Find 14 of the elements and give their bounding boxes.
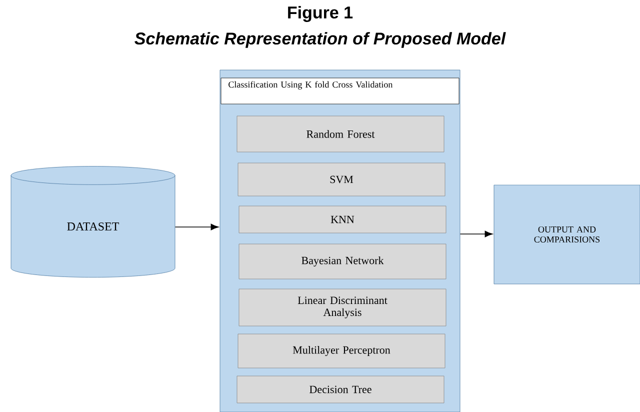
output-box: OUTPUT AND COMPARISIONS	[494, 184, 640, 284]
database-cylinder: DATASET	[10, 166, 176, 278]
header-box: Classification Using K fold Cross Validation	[220, 78, 460, 104]
figure-title: Figure 1	[288, 6, 353, 22]
arrow	[460, 230, 493, 238]
process-box: Multilayer Perceptron	[238, 334, 446, 368]
process-box: Linear Discriminant Analysis	[238, 288, 446, 326]
figure-caption: Schematic Representation of Proposed Model	[134, 32, 506, 48]
process-box: Decision Tree	[236, 376, 444, 404]
process-box: Bayesian Network	[238, 244, 446, 280]
process-box: Random Forest	[236, 116, 444, 152]
process-box: KNN	[238, 206, 446, 234]
arrow	[174, 224, 219, 230]
process-box: SVM	[238, 162, 446, 196]
